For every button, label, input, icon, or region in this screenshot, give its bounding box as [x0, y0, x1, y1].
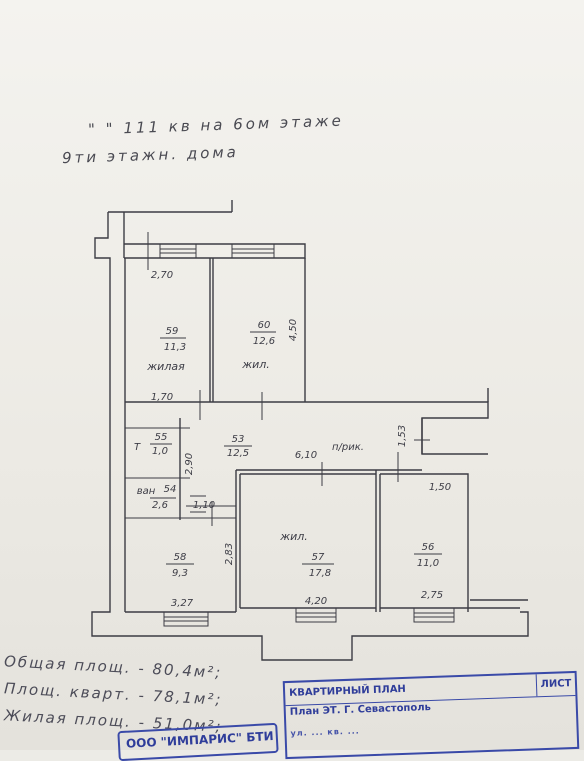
room-58-area: 9,3 [172, 568, 188, 579]
room-57-name: жил. [279, 530, 308, 543]
room-60: 60 12,6 жил. [241, 320, 276, 371]
room-60-id: 60 [258, 320, 271, 331]
stamp-row-3: ул. ... кв. ... [290, 726, 360, 738]
dim-150: 1,50 [429, 482, 451, 493]
dim-327: 3,27 [171, 598, 194, 609]
room-55-area: 1,0 [152, 446, 168, 457]
dim-420: 4,20 [305, 596, 327, 607]
room-55-name: Т [134, 442, 141, 453]
stamp-title: КВАРТИРНЫЙ ПЛАН [288, 683, 407, 699]
room-59-name: жилая [146, 360, 185, 373]
corridor-label: п/рик. [332, 442, 364, 453]
dim-450: 4,50 [288, 319, 299, 341]
room-56: 56 11,0 [414, 542, 442, 569]
dimension-labels: 2,70 4,50 1,70 6,10 п/рик. 1,53 2,90 1,5… [151, 270, 451, 609]
dim-290: 2,90 [184, 453, 195, 475]
room-54-area: 2,6 [152, 500, 168, 511]
room-53-area: 12,5 [227, 448, 249, 459]
room-55: Т 55 1,0 [134, 432, 172, 457]
outer-walls [91, 200, 529, 661]
windows [159, 243, 455, 627]
room-56-id: 56 [422, 542, 435, 553]
room-57: жил. 57 17,8 [279, 530, 334, 579]
door-marks [147, 232, 430, 526]
dim-270: 2,70 [151, 270, 173, 281]
room-57-area: 17,8 [309, 568, 331, 579]
dim-153: 1,53 [397, 425, 408, 447]
room-59-id: 59 [166, 326, 179, 337]
room-58-id: 58 [174, 552, 187, 563]
dim-275: 2,75 [421, 590, 443, 601]
room-54-name: ван [137, 486, 156, 497]
room-60-area: 12,6 [253, 336, 275, 347]
stamp-sheet-cell: ЛИСТ [535, 672, 576, 697]
room-56-area: 11,0 [417, 558, 439, 569]
room-59-area: 11,3 [164, 342, 186, 353]
dim-610: 6,10 [295, 450, 317, 461]
dim-110: 1,10 [193, 500, 215, 511]
room-53: 53 12,5 [224, 434, 252, 459]
room-54-id: 54 [164, 484, 177, 495]
dim-283: 2,83 [224, 543, 235, 565]
room-57-id: 57 [312, 552, 325, 563]
room-53-id: 53 [232, 434, 245, 445]
room-58: 58 9,3 [166, 552, 194, 579]
room-60-name: жил. [241, 358, 270, 371]
room-59: 59 11,3 жилая [146, 326, 186, 373]
room-55-id: 55 [155, 432, 168, 443]
room-54: ван 54 2,6 [137, 484, 177, 511]
dim-170: 1,70 [151, 392, 173, 403]
bti-stamp-right: КВАРТИРНЫЙ ПЛАН ЛИСТ План ЭТ. Г. Севасто… [282, 670, 580, 760]
